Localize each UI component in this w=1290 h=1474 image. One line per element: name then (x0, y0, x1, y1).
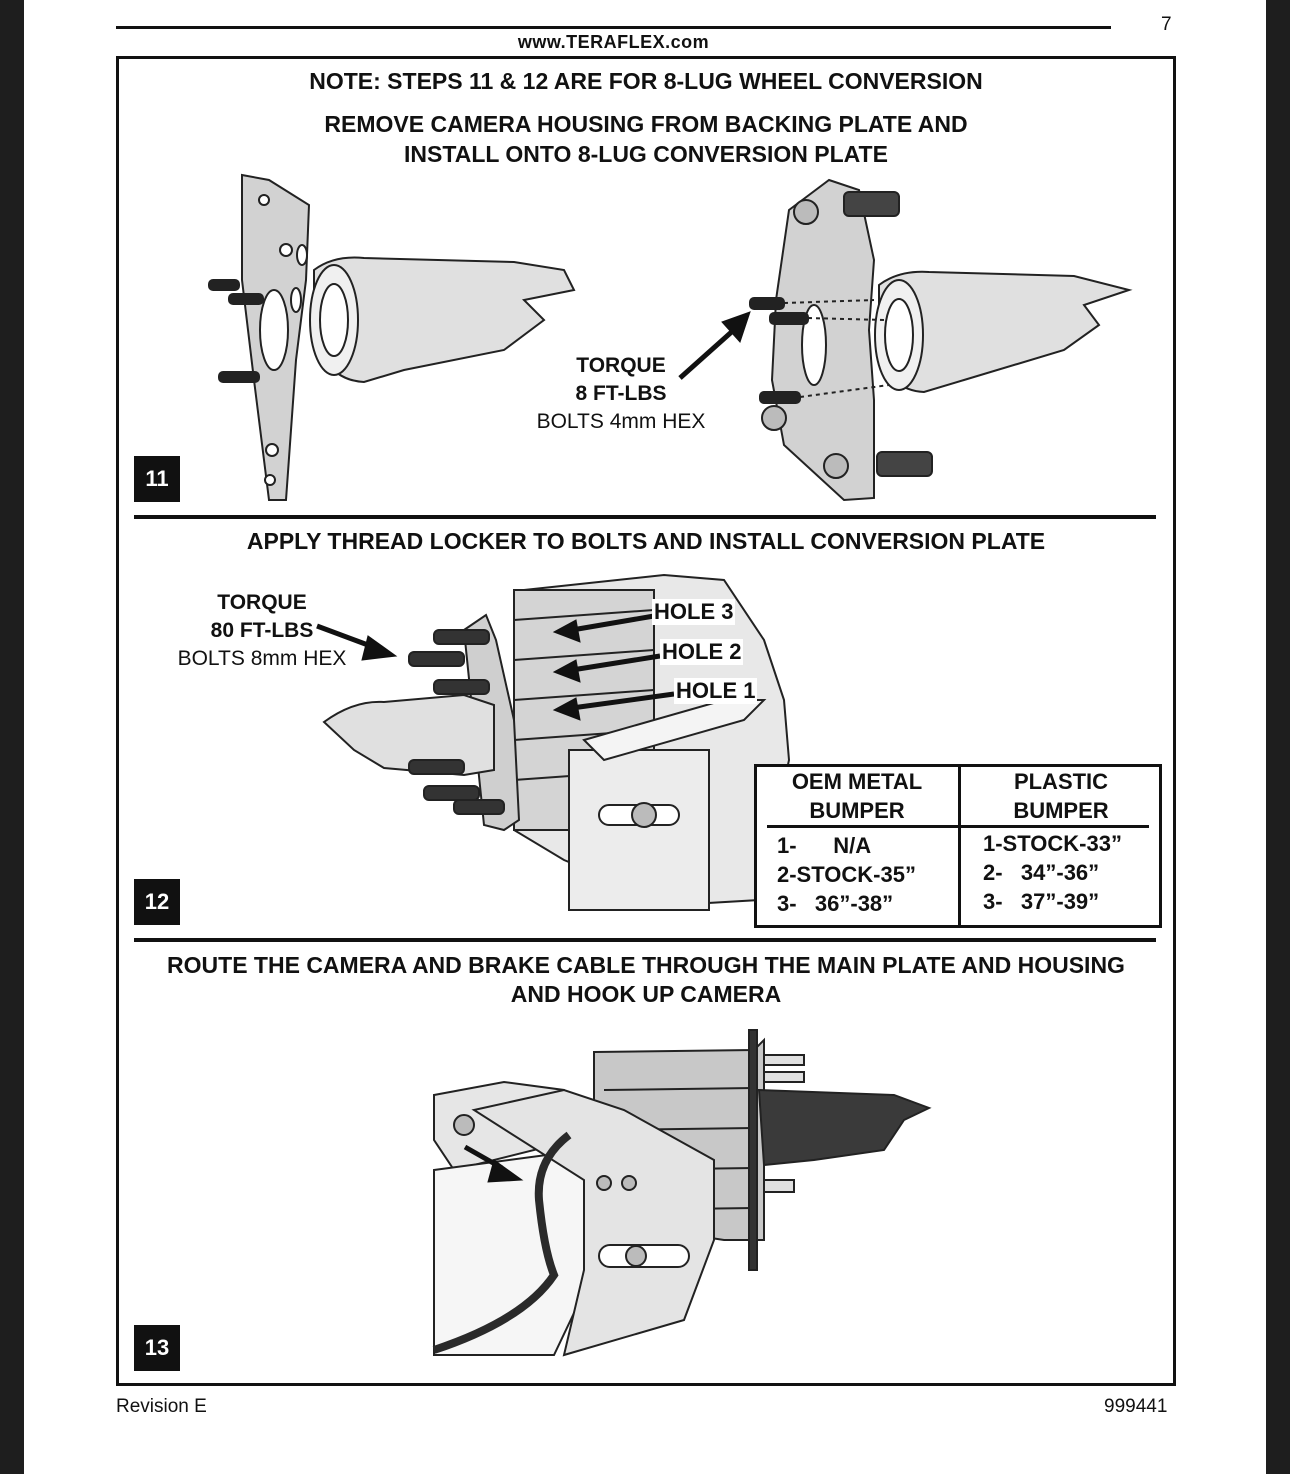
table-header-oem-line2: BUMPER (809, 798, 905, 823)
table-header-oem: OEM METAL BUMPER (757, 767, 957, 825)
manual-page: 7 www.TERAFLEX.com NOTE: STEPS 11 & 12 A… (24, 0, 1266, 1474)
bumper-hole-table: OEM METAL BUMPER PLASTIC BUMPER 1- N/A 2… (754, 764, 1162, 928)
step-11-torque-callout: TORQUE 8 FT-LBS BOLTS 4mm HEX (506, 352, 736, 436)
table-header-plastic-line1: PLASTIC (1013, 769, 1109, 794)
table-cell-oem-2: 2-STOCK-35” (777, 862, 916, 887)
step-11-illustration (208, 173, 1133, 502)
table-header-divider (767, 825, 1149, 828)
step-11-torque-value: 8 FT-LBS (575, 382, 667, 405)
hole-3-label: HOLE 3 (652, 599, 736, 625)
hole-2-label: HOLE 2 (660, 639, 744, 665)
camera-mount-drawing (433, 1029, 932, 1357)
table-header-plastic-line2: BUMPER (1013, 798, 1109, 823)
step-12-title: APPLY THREAD LOCKER TO BOLTS AND INSTALL… (246, 528, 1046, 554)
hole-arrows (552, 613, 675, 721)
header-rule (116, 26, 1111, 29)
table-cell-plastic-2: 2- 34”-36” (983, 860, 1100, 885)
instruction-frame (116, 56, 1176, 1386)
revision-label: Revision E (116, 1396, 207, 1417)
torque-arrow-step12 (316, 623, 398, 661)
step-12-torque-value: 80 FT-LBS (210, 619, 314, 642)
step-number-12: 12 (134, 879, 180, 925)
step-11-torque-label: TORQUE (576, 354, 666, 377)
step-11-title-line1: REMOVE CAMERA HOUSING FROM BACKING PLATE… (324, 111, 968, 137)
step-13-title-line2: AND HOOK UP CAMERA (510, 981, 782, 1007)
conversion-plate-drawing (749, 178, 1133, 502)
section-divider-2 (134, 938, 1156, 942)
step-number-13: 13 (134, 1325, 180, 1371)
page-number: 7 (1161, 14, 1172, 35)
table-header-oem-line1: OEM METAL (791, 769, 923, 794)
step-11-title-line2: INSTALL ONTO 8-LUG CONVERSION PLATE (404, 141, 888, 167)
table-cell-oem-3: 3- 36”-38” (777, 891, 894, 916)
part-number: 999441 (1104, 1396, 1168, 1417)
table-cell-plastic-3: 3- 37”-39” (983, 889, 1100, 914)
step-13-title-line1: ROUTE THE CAMERA AND BRAKE CABLE THROUGH… (167, 952, 1125, 978)
cable-arrow-step13 (463, 1144, 524, 1183)
backing-plate-drawing (208, 173, 576, 501)
website-url: www.TERAFLEX.com (517, 32, 710, 52)
conversion-plate-side-drawing (322, 613, 521, 832)
step-11-note: NOTE: STEPS 11 & 12 ARE FOR 8-LUG WHEEL … (309, 68, 983, 94)
step-13-illustration (432, 1029, 932, 1357)
step-12-torque-label: TORQUE (217, 591, 307, 614)
torque-arrow-step11 (678, 311, 751, 380)
hole-1-label: HOLE 1 (674, 678, 758, 704)
camera-cable-drawing (432, 1131, 572, 1354)
step-12-torque-callout: TORQUE 80 FT-LBS BOLTS 8mm HEX (142, 589, 382, 673)
step-11-bolt-spec: BOLTS 4mm HEX (536, 410, 706, 433)
table-cell-oem-1: 1- N/A (777, 833, 872, 858)
table-column-divider (958, 767, 961, 925)
section-divider-1 (134, 515, 1156, 519)
step-12-bolt-spec: BOLTS 8mm HEX (177, 647, 347, 670)
table-cell-plastic-1: 1-STOCK-33” (983, 831, 1122, 856)
step-number-11: 11 (134, 456, 180, 502)
table-header-plastic: PLASTIC BUMPER (961, 767, 1161, 825)
